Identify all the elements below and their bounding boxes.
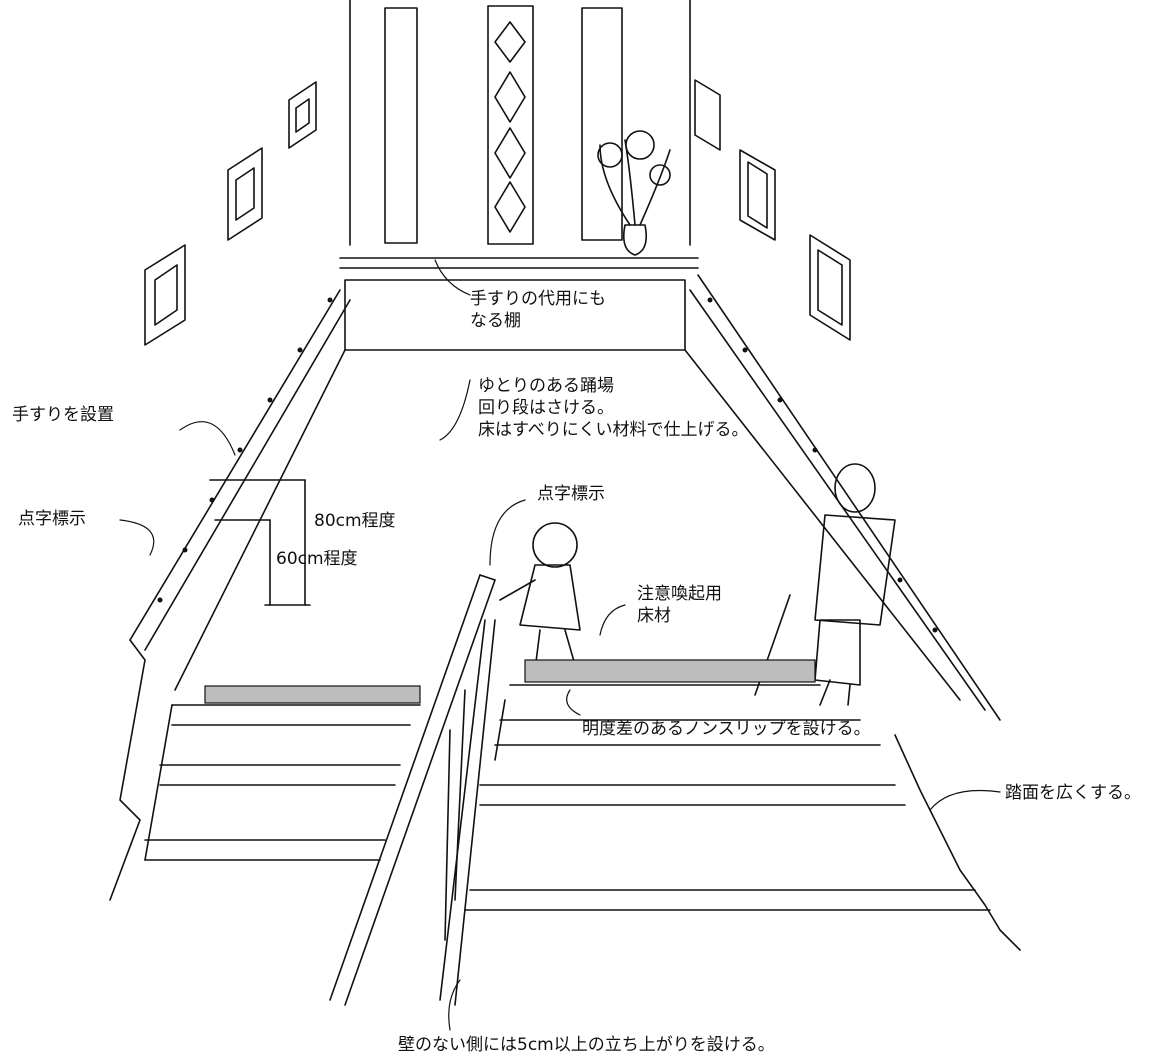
- braille-center-label: 点字標示: [537, 484, 605, 504]
- tread-label: 踏面を広くする。: [1005, 783, 1141, 803]
- right-stairs: [464, 684, 1021, 951]
- height-60-label: 60cm程度: [276, 549, 358, 569]
- leader-lines: [119, 259, 1001, 1031]
- nonslip-label: 明度差のあるノンスリップを設ける。: [582, 719, 871, 739]
- handrail-brackets: [157, 297, 938, 633]
- shelf-label: 手すりの代用にも なる棚: [470, 288, 606, 332]
- warning-floor-label: 注意喚起用 床材: [637, 583, 722, 627]
- height-80-label: 80cm程度: [314, 511, 396, 531]
- warning-floor-label-line1: 注意喚起用: [637, 584, 722, 604]
- landing-label-line2: 回り段はさける。: [478, 398, 614, 418]
- landing-label: ゆとりのある踊場 回り段はさける。 床はすべりにくい材料で仕上げる。: [478, 375, 748, 441]
- child-figure: [499, 522, 581, 671]
- picture-frames: [144, 79, 851, 346]
- shelf: [339, 257, 699, 351]
- left-stairs: [109, 639, 421, 901]
- height-guides: [209, 479, 311, 606]
- handrail-label: 手すりを設置: [12, 405, 114, 425]
- vase-illustration: [597, 130, 671, 256]
- shelf-label-line2: なる棚: [470, 311, 521, 331]
- warning-floor-tiles: [204, 659, 816, 704]
- center-railing: [329, 574, 506, 1006]
- warning-floor-label-line2: 床材: [637, 606, 671, 626]
- braille-left-label: 点字標示: [18, 509, 86, 529]
- landing-label-line1: ゆとりのある踊場: [478, 376, 614, 396]
- upstand-label: 壁のない側には5cm以上の立ち上がりを設ける。: [398, 1035, 775, 1055]
- shelf-label-line1: 手すりの代用にも: [470, 289, 606, 309]
- back-windows: [349, 0, 691, 246]
- landing-label-line3: 床はすべりにくい材料で仕上げる。: [478, 420, 749, 440]
